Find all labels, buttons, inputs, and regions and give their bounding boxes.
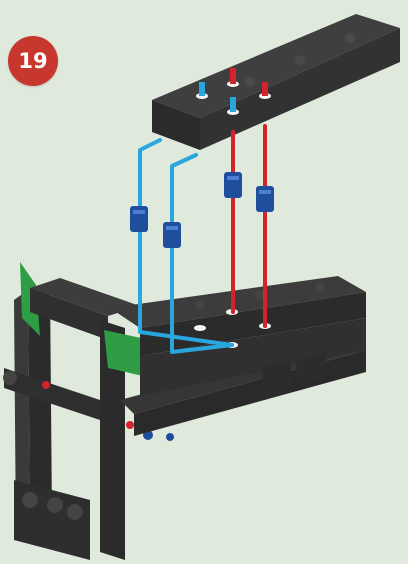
knob [22,492,38,508]
blue-connector [163,222,181,248]
red-peg-top [262,82,268,96]
red-peg-top [230,68,236,84]
hole-blue [194,325,206,331]
blue-peg [166,433,174,441]
base-block [14,480,90,560]
red-peg [42,381,50,389]
blue-connector [256,186,274,212]
blue-peg-top [199,82,205,96]
blue-peg-top [230,97,236,112]
middle-long-beam [110,276,366,436]
knob [3,371,17,385]
knob [47,497,63,513]
connectors [130,172,274,248]
knob [67,504,83,520]
top-beam [152,14,400,150]
red-peg [126,421,134,429]
blue-connector [224,172,242,198]
blue-connector [130,206,148,232]
